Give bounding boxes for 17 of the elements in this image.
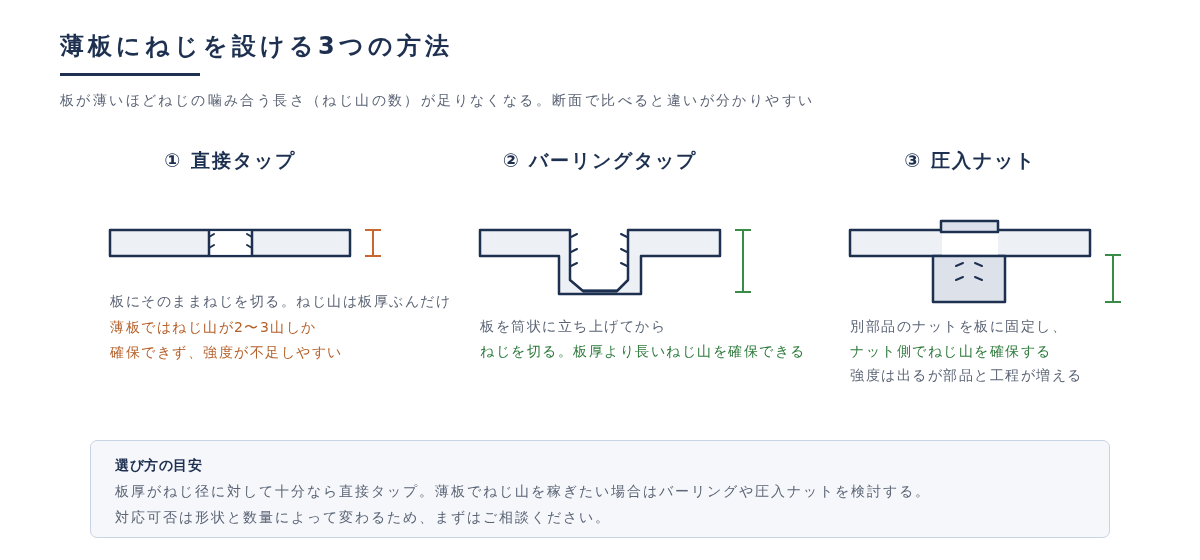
description-text: 確保できず、強度が不足しやすい xyxy=(110,344,343,362)
description-text: 板にそのままねじを切る。ねじ山は板厚ぶんだけ xyxy=(110,293,451,311)
section-heading: ③ 圧入ナット xyxy=(903,148,1037,173)
section-heading: ② バーリングタップ xyxy=(501,148,699,173)
description-text: 薄板ではねじ山が2〜3山しか xyxy=(110,319,317,337)
description-text: ナット側でねじ山を確保する xyxy=(850,343,1052,361)
section-heading: ① 直接タップ xyxy=(163,148,297,173)
note-text: 対応可否は形状と数量によって変わるため、まずはご相談ください。 xyxy=(115,509,611,527)
description-text: 板を筒状に立ち上げてから xyxy=(480,318,666,336)
description-text: 強度は出るが部品と工程が増える xyxy=(850,367,1083,385)
title: 薄板にねじを設ける3つの方法 xyxy=(60,31,453,62)
description-text: 別部品のナットを板に固定し、 xyxy=(850,318,1067,336)
subtitle: 板が薄いほどねじの噛み合う長さ（ねじ山の数）が足りなくなる。断面で比べると違いが分かりやすい xyxy=(60,92,815,110)
note-text: 板厚がねじ径に対して十分なら直接タップ。薄板でねじ山を稼ぎたい場合はバーリングや圧入ナットを検討する。 xyxy=(115,483,931,501)
note-box xyxy=(90,440,1110,538)
description-text: ねじを切る。板厚より長いねじ山を確保できる xyxy=(480,343,806,361)
note-heading: 選び方の目安 xyxy=(115,457,202,475)
